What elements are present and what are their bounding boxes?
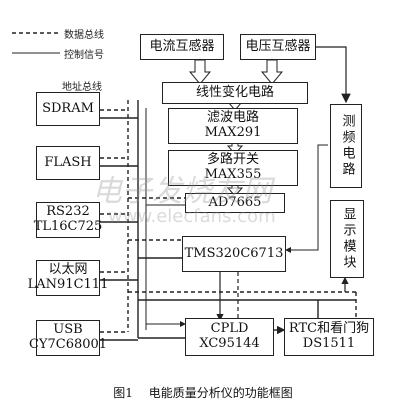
usb-chip: CY7C68001 [28, 337, 108, 352]
freq-measure-label: 测频电路 [339, 114, 355, 178]
flash-block: FLASH [36, 146, 100, 180]
flash-label: FLASH [44, 154, 92, 170]
rtc-block: RTC和看门狗 DS1511 [284, 318, 374, 356]
mux-label: 多路开关 [206, 152, 259, 168]
legend-data-bus-label: 数据总线 [64, 30, 104, 41]
figure-caption: 图1 电能质量分析仪的功能框图 [0, 384, 406, 401]
mux-chip: MAX355 [204, 167, 262, 182]
linear-circuit-block: 线性变化电路 [162, 82, 308, 104]
sdram-label: SDRAM [42, 100, 94, 116]
filter-label: 滤波电路 [206, 110, 259, 126]
voltage-transformer-label: 电压互感器 [245, 38, 311, 54]
rs232-label: RS232 [46, 204, 90, 220]
filter-chip: MAX291 [204, 125, 262, 140]
sdram-block: SDRAM [36, 92, 100, 126]
usb-label: USB [53, 322, 83, 338]
current-transformer-label: 电流互感器 [149, 38, 215, 54]
adc-label: AD7665 [208, 194, 262, 210]
voltage-transformer-block: 电压互感器 [240, 34, 316, 60]
filter-block: 滤波电路 MAX291 [168, 108, 298, 144]
figure-title: 电能质量分析仪的功能框图 [148, 386, 293, 400]
rs232-block: RS232 TL16C725 [33, 202, 103, 238]
ethernet-label: 以太网 [48, 262, 88, 278]
adc-block: AD7665 [185, 193, 285, 213]
display-block: 显示模块 [330, 200, 364, 278]
linear-circuit-label: 线性变化电路 [195, 84, 274, 100]
rs232-chip: TL16C725 [33, 219, 103, 234]
legend-control-label: 控制信号 [64, 50, 104, 61]
usb-block: USB CY7C68001 [29, 320, 107, 356]
rtc-chip: DS1511 [302, 336, 356, 351]
legend-address-bus-label: 地址总线 [62, 82, 102, 93]
dsp-label: TMS320C6713 [184, 245, 284, 261]
cpld-label: CPLD [210, 321, 249, 337]
current-transformer-block: 电流互感器 [140, 34, 224, 60]
rtc-label: RTC和看门狗 [288, 321, 370, 337]
cpld-chip: XC95144 [199, 336, 260, 351]
dsp-block: TMS320C6713 [182, 236, 286, 272]
ethernet-chip: LAN91C111 [27, 277, 109, 292]
mux-block: 多路开关 MAX355 [168, 150, 298, 186]
ethernet-block: 以太网 LAN91C111 [28, 260, 108, 296]
freq-measure-block: 测频电路 [330, 104, 362, 188]
display-label: 显示模块 [340, 207, 356, 271]
figure-number: 图1 [113, 386, 133, 400]
cpld-block: CPLD XC95144 [185, 318, 274, 356]
